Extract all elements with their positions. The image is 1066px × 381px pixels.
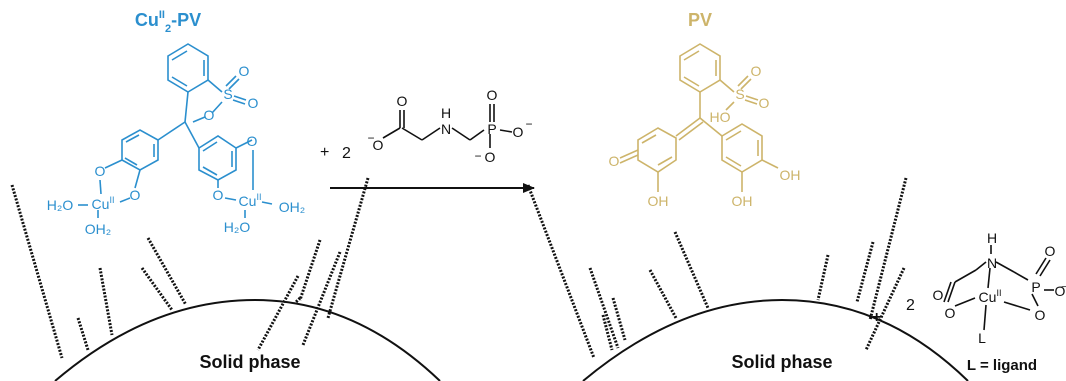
polymer-chains-right — [526, 177, 908, 359]
copper-complex-atoms: H N P O O − O O O CuII L — [933, 230, 1066, 346]
product-plus: + — [872, 309, 881, 326]
amine-nitrogen: N — [441, 121, 451, 137]
solid-phase-bead-left — [54, 298, 441, 381]
cu-pv-atom-labels: S O O O O O O O CuII CuII H₂O OH₂ OH₂ H₂… — [47, 63, 305, 237]
copper-left: CuII — [92, 195, 115, 212]
charge-minus-2: − — [525, 117, 532, 131]
reagent-coefficient: 2 — [342, 145, 351, 162]
product-phosphonate-oxygen: O — [1045, 243, 1056, 259]
sulfur-atom-pv: S — [735, 86, 744, 102]
solid-phase-label-right: Solid phase — [731, 352, 832, 372]
reagent-plus: + — [320, 144, 329, 161]
solid-phase-bead-right — [582, 298, 969, 381]
catechol-oxygen-r2: O — [213, 187, 224, 203]
product-amine-nitrogen: N — [987, 255, 997, 271]
product-phosphorus: P — [1031, 279, 1040, 295]
left-panel: Solid phase CuII2-PV — [10, 9, 441, 381]
catechol-oxygen-l2: O — [130, 187, 141, 203]
dye-title: PV — [688, 10, 712, 30]
product-copper: CuII — [979, 288, 1002, 305]
hydroxyl-1: OH — [648, 193, 669, 209]
catechol-oxygen-r1: O — [247, 133, 258, 149]
product-carbonyl-oxygen: O — [933, 287, 944, 303]
quinone-oxygen: O — [609, 153, 620, 169]
water-left-1: H₂O — [47, 197, 74, 213]
sulfonate-oxygen-pv-1: O — [751, 63, 762, 79]
water-left-2: OH₂ — [85, 221, 111, 237]
sulfur-atom: S — [223, 86, 232, 102]
ligand-symbol: L — [978, 330, 986, 346]
product-carboxylate-oxygen: O — [945, 305, 956, 321]
hydroxyl-3: OH — [780, 167, 801, 183]
phosphonate-ligand-bonds — [382, 104, 513, 148]
ligand-legend: L = ligand — [967, 357, 1037, 374]
hydroxyl-2: OH — [732, 193, 753, 209]
product-amine-hydrogen: H — [987, 230, 997, 246]
water-right-2: H₂O — [224, 219, 251, 235]
pv-structure — [619, 43, 779, 192]
sulfonate-oxygen-1: O — [239, 63, 250, 79]
amine-hydrogen: H — [441, 105, 451, 121]
complex-title: CuII2-PV — [135, 9, 201, 35]
phosphonate-ligand-atoms: O − O N H P O O − O − — [367, 87, 532, 165]
cu-pv-structure — [78, 43, 273, 218]
sulfonate-oxygen-2: O — [248, 95, 259, 111]
water-right-1: OH₂ — [279, 199, 305, 215]
charge-minus-3: − — [474, 149, 481, 163]
charge-minus-1: − — [367, 131, 374, 145]
product-phosphonate-oxygen-charged: O — [1055, 283, 1066, 299]
sultone-oxygen: O — [204, 107, 215, 123]
phosphorus-atom: P — [487, 121, 496, 137]
product-coefficient: 2 — [906, 297, 915, 314]
sulfonate-hydroxyl: HO — [710, 109, 731, 125]
copper-complex-bonds — [943, 245, 1054, 331]
solid-phase-label-left: Solid phase — [199, 352, 300, 372]
copper-right: CuII — [239, 192, 262, 209]
carboxylate-oxygen-double: O — [397, 93, 408, 109]
phosphonate-oxygen-3: O — [485, 149, 496, 165]
reagent: + 2 O − O N H P O O − O − — [320, 87, 535, 193]
sulfonate-oxygen-pv-2: O — [759, 95, 770, 111]
copper-ligand-product: + 2 H N P O O − O O O — [872, 230, 1066, 374]
product-charge-minus: − — [1061, 282, 1066, 293]
polymer-chains-left — [10, 177, 370, 359]
phosphonate-oxygen-2: O — [513, 124, 524, 140]
pv-atom-labels: S O O HO O OH OH OH — [609, 63, 801, 209]
carboxylate-oxygen-single: O — [373, 137, 384, 153]
right-panel: Solid phase PV — [526, 10, 969, 381]
catechol-oxygen-l1: O — [95, 163, 106, 179]
phosphonate-oxygen-1: O — [487, 87, 498, 103]
product-phosphonate-bridging-oxygen: O — [1035, 307, 1046, 323]
